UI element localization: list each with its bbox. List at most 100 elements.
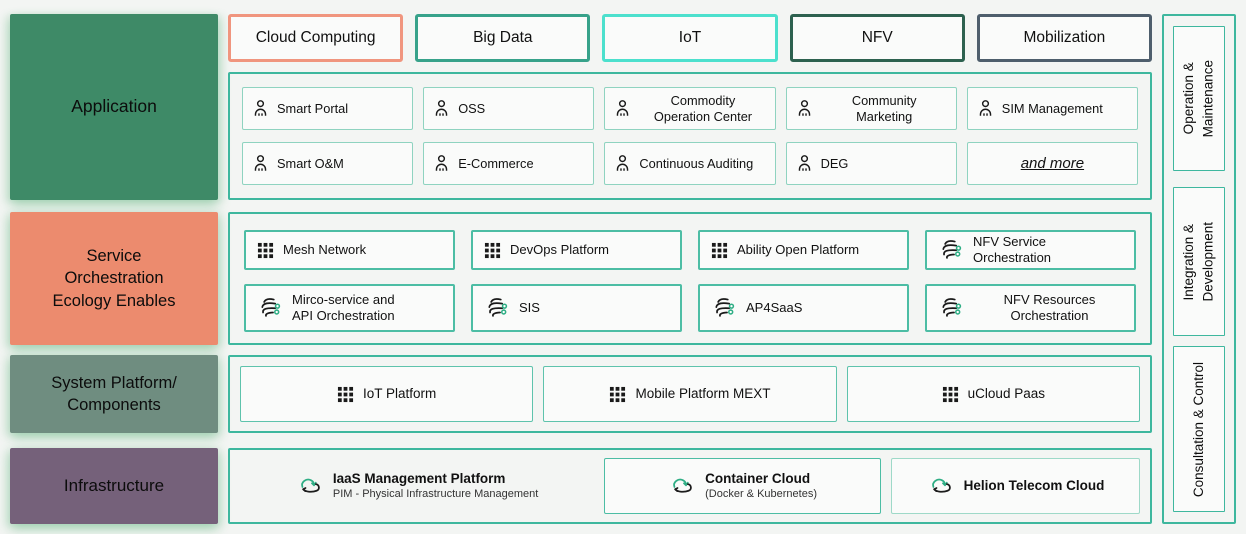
person-icon	[432, 154, 451, 173]
inf-item-subtitle: (Docker & Kubernetes)	[705, 487, 818, 500]
cloud-sync-icon	[296, 475, 323, 498]
inf-item-text: Helion Telecom Cloud	[964, 478, 1105, 495]
grid-icon	[711, 242, 728, 259]
layer-labels-column: Application Service Orchestration Ecolog…	[10, 14, 218, 524]
inf-item-title: IaaS Management Platform	[332, 470, 506, 486]
mesh-icon	[711, 295, 737, 321]
sys-item-label: Mobile Platform MEXT	[635, 385, 771, 401]
category-mobilization: Mobilization	[976, 14, 1152, 62]
app-item-smart-portal: Smart Portal	[242, 87, 414, 130]
sys-item-label: IoT Platform	[363, 385, 437, 401]
service-orchestration-section: Mesh Network DevOps Platform Ability Ope…	[228, 212, 1152, 345]
mesh-icon	[257, 295, 283, 321]
category-row: Cloud Computing Big Data IoT NFV Mobiliz…	[228, 14, 1152, 62]
app-item-label: Community Marketing	[851, 93, 917, 124]
soe-item-label: NFV Resources Orchestration	[1003, 292, 1096, 323]
soe-item-microservice-api-orchestration: Mirco-service and API Orchestration	[244, 284, 455, 332]
app-item-label: Commodity Operation Center	[653, 93, 753, 124]
soe-item-label: Ability Open Platform	[737, 242, 860, 258]
person-icon	[251, 99, 270, 118]
app-item-label: E-Commerce	[458, 155, 534, 171]
person-icon	[976, 99, 995, 118]
mesh-icon	[938, 237, 964, 263]
inf-item-text: Container Cloud (Docker & Kubernetes)	[705, 471, 817, 502]
app-item-label: DEG	[820, 155, 849, 171]
layer-service-orchestration: Service Orchestration Ecology Enables	[10, 212, 218, 345]
app-item-commodity-operation-center: Commodity Operation Center	[604, 87, 776, 130]
grid-icon	[337, 386, 354, 403]
grid-icon	[609, 386, 626, 403]
soe-item-label: DevOps Platform	[510, 242, 609, 258]
category-nfv: NFV	[789, 14, 965, 62]
layer-application: Application	[10, 14, 218, 200]
soe-item-label: Mesh Network	[283, 242, 367, 258]
app-item-and-more: and more	[966, 142, 1138, 185]
soe-item-label: NFV Service Orchestration	[973, 234, 1052, 265]
app-item-smart-om: Smart O&M	[242, 142, 414, 185]
inf-item-helion-telecom-cloud: Helion Telecom Cloud	[890, 458, 1140, 514]
sidebar-column: Operation & Maintenance Integration & De…	[1162, 14, 1236, 524]
cloud-sync-icon	[668, 475, 695, 498]
soe-item-ability-open-platform: Ability Open Platform	[698, 230, 909, 270]
layer-system-platform: System Platform/ Components	[10, 355, 218, 433]
sidebar-label: Operation & Maintenance	[1181, 59, 1216, 138]
sidebar-label: Consultation & Control	[1191, 361, 1207, 497]
sys-item-label: uCloud Paas	[967, 385, 1045, 401]
person-icon	[613, 154, 632, 173]
app-item-e-commerce: E-Commerce	[423, 142, 595, 185]
person-icon	[613, 99, 632, 118]
soe-item-label: Mirco-service and API Orchestration	[292, 292, 395, 323]
app-item-label: SIM Management	[1001, 100, 1103, 116]
inf-item-title: Container Cloud	[705, 470, 811, 486]
person-icon	[432, 99, 451, 118]
app-item-label: Smart O&M	[277, 155, 344, 171]
person-icon	[251, 154, 270, 173]
app-item-deg: DEG	[785, 142, 957, 185]
inf-item-iaas-management-platform: IaaS Management Platform PIM - Physical …	[240, 458, 594, 514]
app-item-continuous-auditing: Continuous Auditing	[604, 142, 776, 185]
main-content: Cloud Computing Big Data IoT NFV Mobiliz…	[228, 14, 1152, 524]
app-item-label: OSS	[458, 100, 486, 116]
app-item-oss: OSS	[423, 87, 595, 130]
sidebar-integration-development: Integration & Development	[1173, 187, 1225, 337]
infrastructure-section: IaaS Management Platform PIM - Physical …	[228, 448, 1152, 524]
soe-item-devops-platform: DevOps Platform	[471, 230, 682, 270]
soe-item-mesh-network: Mesh Network	[244, 230, 455, 270]
inf-item-title: Helion Telecom Cloud	[963, 477, 1105, 493]
sys-item-iot-platform: IoT Platform	[240, 366, 534, 422]
person-icon	[795, 154, 814, 173]
grid-icon	[942, 386, 959, 403]
sidebar-label: Integration & Development	[1181, 221, 1216, 302]
soe-item-nfv-resources-orchestration: NFV Resources Orchestration	[925, 284, 1136, 332]
and-more-label: and more	[1020, 155, 1085, 172]
sidebar-operation-maintenance: Operation & Maintenance	[1173, 26, 1225, 172]
category-cloud-computing: Cloud Computing	[228, 14, 404, 62]
soe-item-ap4saas: AP4SaaS	[698, 284, 909, 332]
sidebar-outer-box: Operation & Maintenance Integration & De…	[1162, 14, 1236, 524]
soe-item-label: AP4SaaS	[746, 300, 803, 316]
app-item-sim-management: SIM Management	[966, 87, 1138, 130]
cloud-sync-icon	[927, 475, 954, 498]
app-item-label: Smart Portal	[277, 100, 349, 116]
inf-item-subtitle: PIM - Physical Infrastructure Management	[332, 487, 539, 500]
grid-icon	[484, 242, 501, 259]
mesh-icon	[938, 295, 964, 321]
sys-item-ucloud-paas: uCloud Paas	[846, 366, 1140, 422]
grid-icon	[257, 242, 274, 259]
soe-item-nfv-service-orchestration: NFV Service Orchestration	[925, 230, 1136, 270]
inf-item-container-cloud: Container Cloud (Docker & Kubernetes)	[604, 458, 881, 514]
layer-infrastructure: Infrastructure	[10, 448, 218, 524]
soe-item-label: SIS	[519, 300, 540, 316]
sys-item-mobile-platform-mext: Mobile Platform MEXT	[543, 366, 837, 422]
mesh-icon	[484, 295, 510, 321]
soe-item-sis: SIS	[471, 284, 682, 332]
category-big-data: Big Data	[415, 14, 591, 62]
app-item-label: Continuous Auditing	[639, 155, 754, 171]
system-platform-section: IoT Platform Mobile Platform MEXT uCloud…	[228, 355, 1152, 433]
sidebar-consultation-control: Consultation & Control	[1173, 346, 1225, 513]
app-item-community-marketing: Community Marketing	[785, 87, 957, 130]
person-icon	[795, 99, 814, 118]
application-section: Smart Portal OSS Commodity Operation Cen…	[228, 72, 1152, 200]
category-iot: IoT	[602, 14, 778, 62]
